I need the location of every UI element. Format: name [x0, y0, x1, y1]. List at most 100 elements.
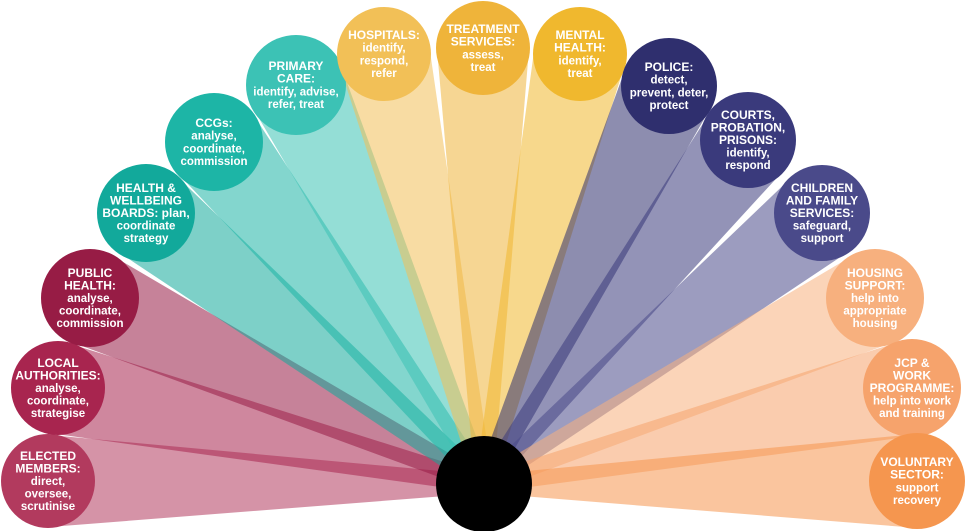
- node-desc-line: help into: [851, 293, 899, 305]
- circle-hospitals: [337, 7, 431, 101]
- node-desc-line: and training: [879, 408, 945, 420]
- node-desc-line: safeguard,: [793, 221, 851, 233]
- beam-voluntary-sector: [483, 434, 918, 528]
- beam-children-family-services: [478, 176, 852, 492]
- node-title-line: WELLBEING: [110, 193, 182, 207]
- node-desc-line: treat: [471, 62, 496, 74]
- node-hospitals: HOSPITALS:identify,respond,refer: [337, 7, 431, 101]
- circle-voluntary-sector: [869, 433, 965, 529]
- circle-local-authorities: [11, 341, 105, 435]
- node-desc-line: analyse,: [35, 383, 80, 395]
- hub-circle: [436, 436, 532, 531]
- node-title-line: PRIMARY: [269, 59, 324, 73]
- beam-public-health: [69, 254, 488, 493]
- node-title-line: POLICE:: [645, 60, 694, 74]
- node-title-line: VOLUNTARY: [880, 455, 953, 469]
- node-title-line: HEALTH &: [116, 181, 176, 195]
- beams-layer: [47, 43, 923, 528]
- beam-police: [475, 66, 712, 488]
- beam-courts-probation-prisons: [476, 111, 786, 490]
- node-title-line: HOUSING: [847, 266, 903, 280]
- node-title-line: LOCAL: [37, 356, 78, 370]
- label-courts-probation-prisons: COURTS,PROBATION,PRISONS:identify,respon…: [711, 108, 785, 172]
- node-desc-line: identify, advise,: [253, 86, 338, 98]
- beam-jcp-work-programme: [482, 341, 923, 493]
- node-police: POLICE:detect,prevent, deter,protect: [621, 38, 717, 134]
- node-desc-line: commission: [56, 318, 123, 330]
- node-title-line: AUTHORITIES:: [15, 368, 100, 382]
- node-desc-line: support: [896, 482, 939, 494]
- node-desc-line: coordinate,: [183, 143, 245, 155]
- node-title-line: SUPPORT:: [845, 278, 906, 292]
- node-desc-line: direct,: [31, 476, 66, 488]
- node-desc-line: strategise: [31, 408, 85, 420]
- node-title-line: TREATMENT: [446, 22, 520, 36]
- beam-local-authorities: [47, 343, 487, 493]
- circle-jcp-work-programme: [863, 339, 961, 437]
- circle-children-family-services: [774, 165, 870, 261]
- node-title-line: HEALTH:: [64, 278, 116, 292]
- node-desc-line: respond: [725, 160, 770, 172]
- circle-primary-care: [246, 35, 346, 135]
- node-title-line: SERVICES:: [451, 35, 515, 49]
- label-police: POLICE:detect,prevent, deter,protect: [630, 60, 709, 112]
- node-desc-line: coordinate,: [27, 396, 89, 408]
- node-title-line: ELECTED: [20, 449, 76, 463]
- beam-treatment-services: [436, 47, 530, 485]
- node-title-line: PUBLIC: [68, 266, 113, 280]
- beam-ccgs: [176, 112, 492, 490]
- beam-elected-members: [47, 434, 485, 528]
- node-desc-line: housing: [853, 318, 898, 330]
- node-title-line: PROGRAMME:: [870, 381, 955, 395]
- node-title-line: BOARDS: plan,: [102, 206, 189, 220]
- beam-mental-health: [475, 44, 625, 486]
- node-title-line: MENTAL: [555, 28, 604, 42]
- circle-housing-support: [826, 249, 924, 347]
- node-courts-probation-prisons: COURTS,PROBATION,PRISONS:identify,respon…: [700, 92, 796, 188]
- circle-mental-health: [533, 7, 627, 101]
- node-desc-line: detect,: [650, 75, 687, 87]
- node-title-line: HOSPITALS:: [348, 28, 420, 42]
- node-title-line: HEALTH:: [554, 41, 606, 55]
- label-hospitals: HOSPITALS:identify,respond,refer: [348, 28, 420, 80]
- circle-elected-members: [1, 434, 95, 528]
- node-desc-line: prevent, deter,: [630, 87, 709, 99]
- label-ccgs: CCGs:analyse,coordinate,commission: [180, 116, 247, 168]
- node-desc-line: commission: [180, 156, 247, 168]
- node-desc-line: identify,: [726, 148, 769, 160]
- node-desc-line: identify,: [362, 43, 405, 55]
- node-title-line: SECTOR:: [890, 468, 944, 482]
- node-desc-line: coordinate: [117, 221, 176, 233]
- beam-housing-support: [480, 254, 896, 493]
- node-ccgs: CCGs:analyse,coordinate,commission: [165, 93, 263, 191]
- node-desc-line: analyse,: [67, 293, 112, 305]
- node-title-line: WORK: [893, 368, 931, 382]
- node-desc-line: scrutinise: [21, 501, 75, 513]
- node-title-line: COURTS,: [721, 108, 775, 122]
- node-desc-line: help into work: [873, 396, 952, 408]
- node-desc-line: appropriate: [843, 306, 906, 318]
- node-desc-line: support: [801, 233, 844, 245]
- node-title-line: CARE:: [277, 72, 315, 86]
- circle-courts-probation-prisons: [700, 92, 796, 188]
- node-title-line: JCP &: [894, 356, 929, 370]
